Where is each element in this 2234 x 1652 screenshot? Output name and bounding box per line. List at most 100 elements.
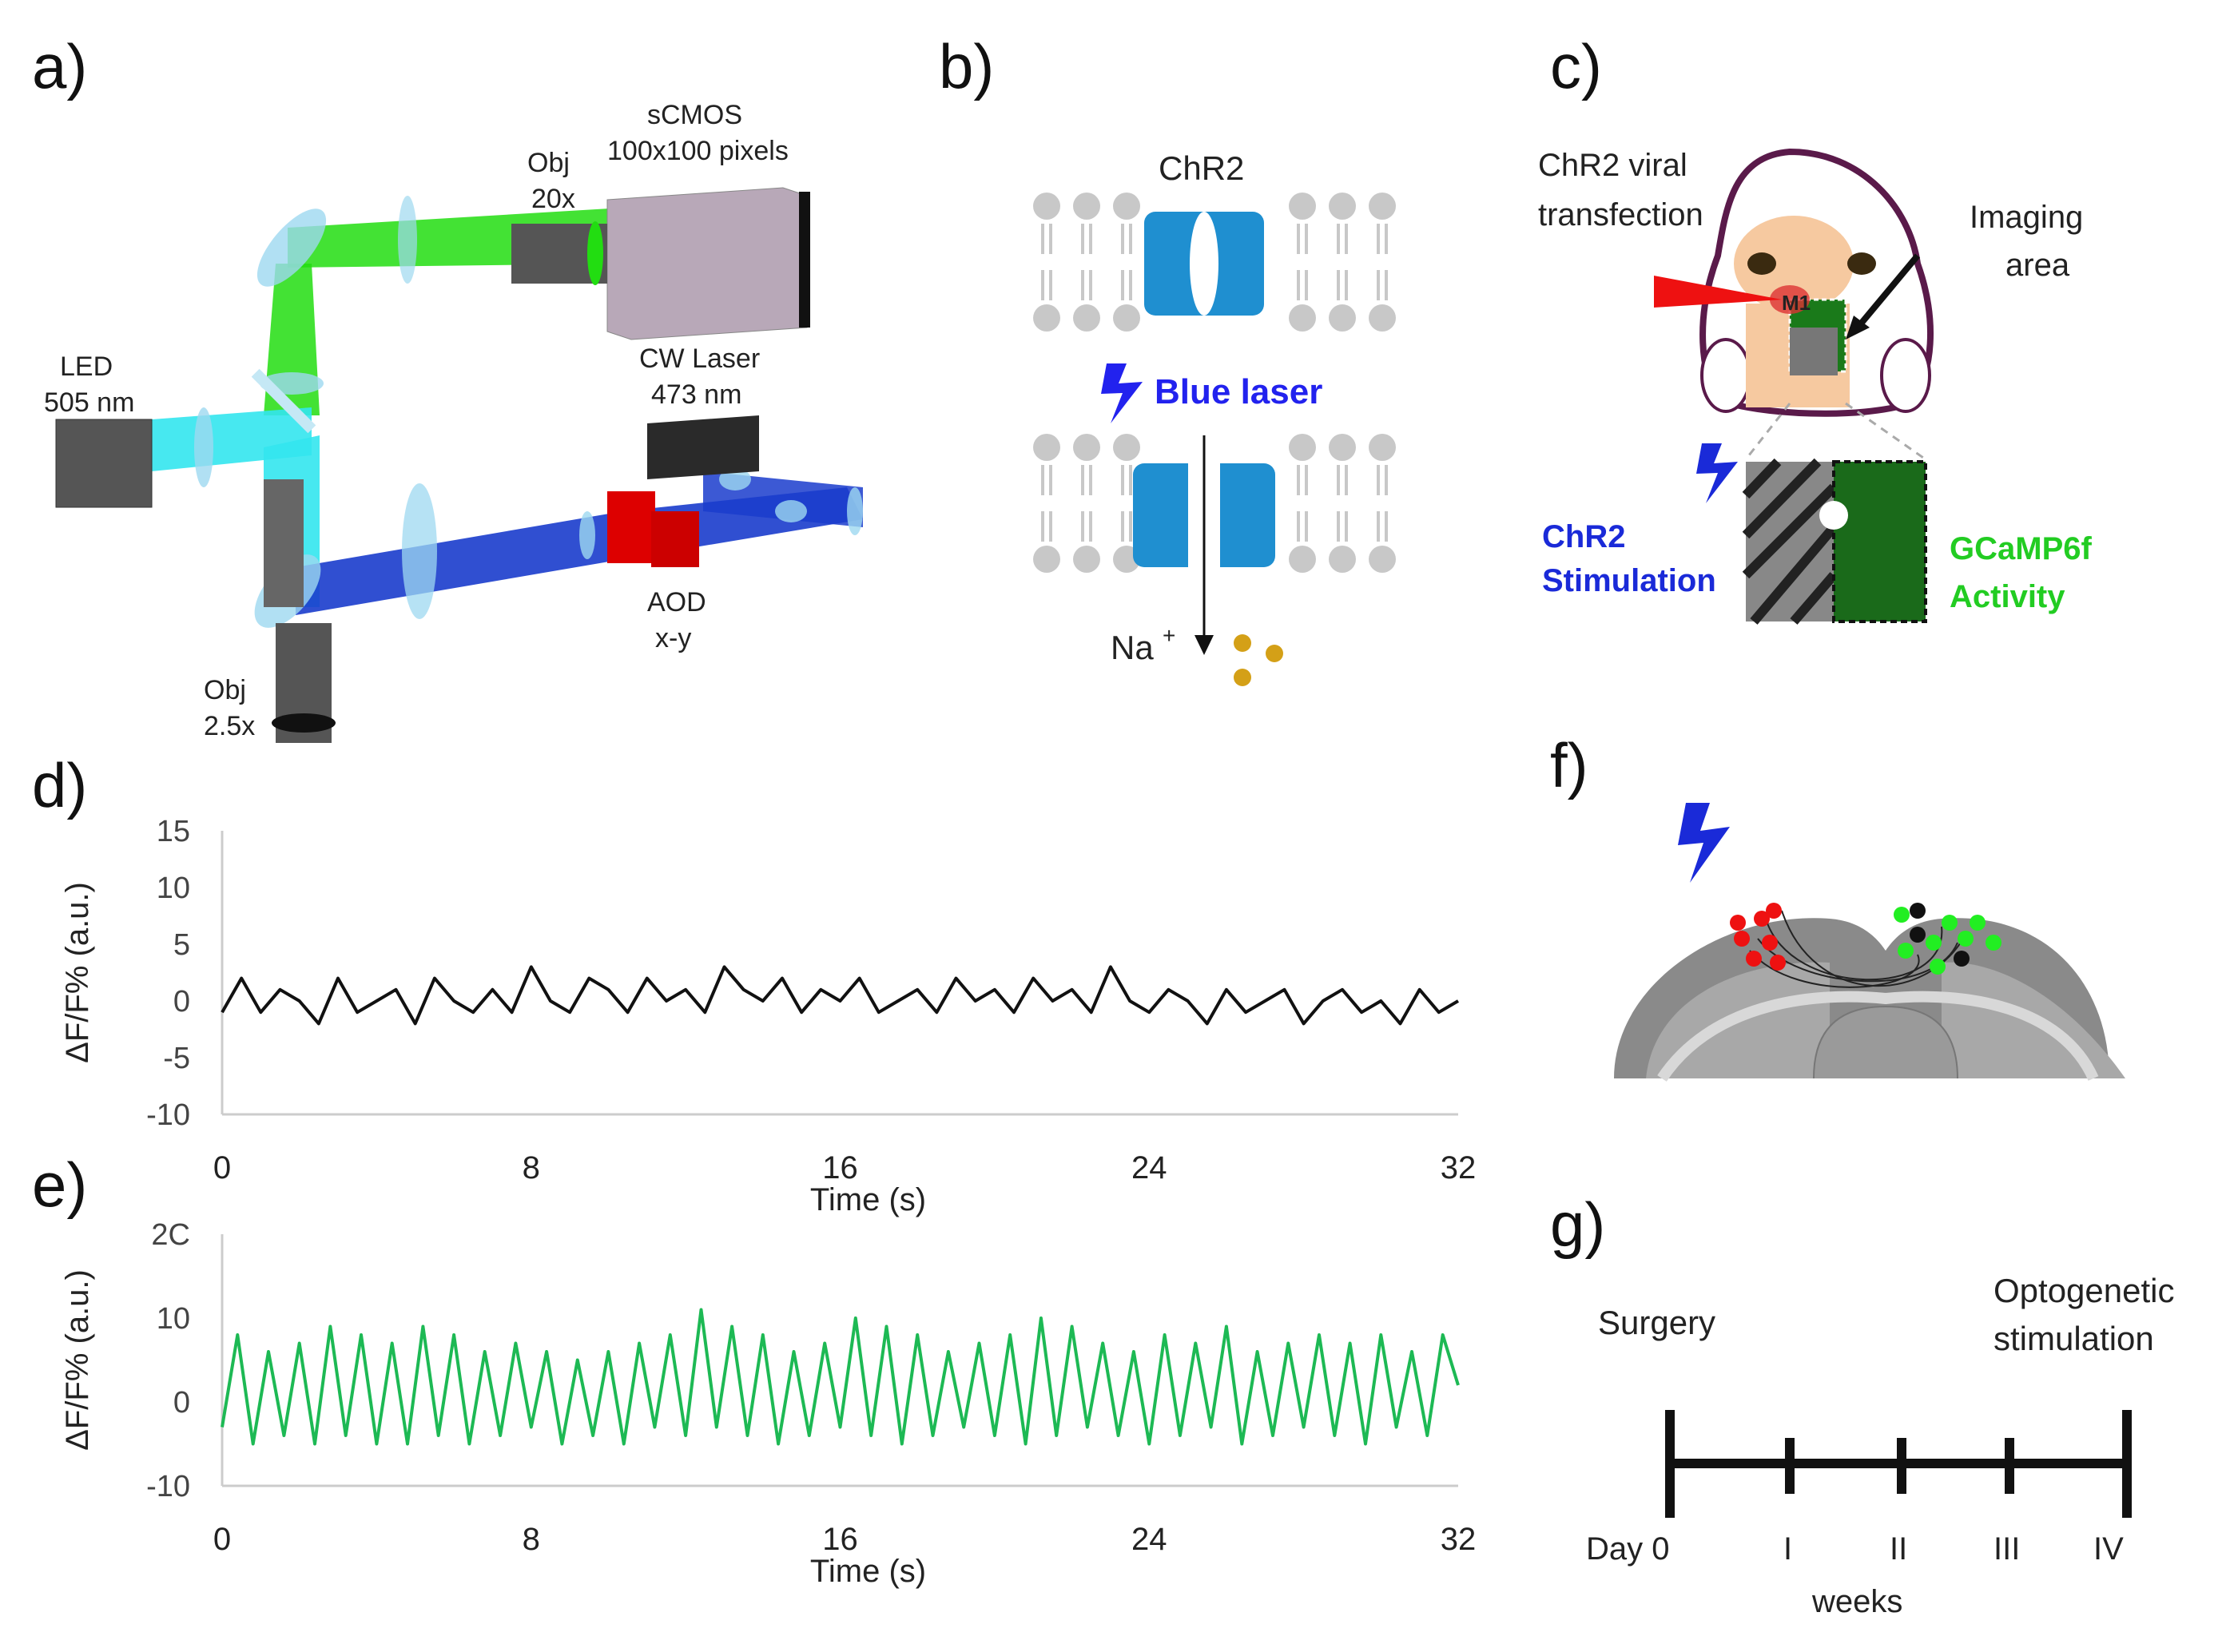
x-tick-label: 16 [822, 1522, 858, 1557]
channel-name: ChR2 [1159, 149, 1244, 187]
lipid-head [1073, 304, 1100, 332]
aod-label: AOD [647, 587, 706, 618]
x-tick-label: 24 [1131, 1150, 1167, 1185]
cw-laser [647, 415, 759, 479]
red-neuron [1754, 911, 1770, 927]
green-neuron [1942, 915, 1958, 931]
lipid-head [1369, 304, 1396, 332]
laser-label: CW Laser [639, 344, 760, 374]
obj-bottom-label: Obj [204, 675, 246, 705]
green-neuron [1986, 935, 2001, 951]
trace-line [221, 965, 1460, 1026]
lipid-head [1033, 193, 1060, 220]
lens-laser-3 [847, 487, 863, 535]
lipid-head [1073, 193, 1100, 220]
lens-blue-2 [579, 511, 595, 559]
brain-front [1734, 216, 1854, 312]
lipid-head [1369, 434, 1396, 461]
panel-b-label: b) [939, 31, 994, 101]
transfection-line1: ChR2 viral [1538, 148, 1687, 183]
lipid-head [1113, 193, 1140, 220]
scmos-back [799, 192, 810, 328]
y-tick-label: -5 [163, 1042, 190, 1075]
panel-d-label: d) [32, 750, 87, 820]
lipid-head [1329, 193, 1356, 220]
x-tick-label: 24 [1131, 1522, 1167, 1557]
red-neuron [1770, 955, 1786, 971]
lipid-head [1289, 193, 1316, 220]
x-tick-label: 8 [523, 1150, 540, 1185]
neurons [1730, 903, 2001, 975]
y-axis-label: ΔF/F% (a.u.) [60, 882, 95, 1063]
imaging-line1: Imaging [1970, 200, 2083, 235]
membrane-bottom [1033, 434, 1396, 573]
led-label: LED [60, 351, 113, 382]
obj-top-mag: 20x [531, 184, 575, 214]
m1-injection [1770, 285, 1810, 314]
panel-c-label: c) [1550, 31, 1602, 101]
obj-top-label: Obj [527, 148, 570, 178]
axis-label-weeks: weeks [1811, 1584, 1902, 1619]
red-neuron [1762, 935, 1778, 951]
lipid-head [1113, 304, 1140, 332]
lipid-head [1033, 434, 1060, 461]
ion-dot [1234, 669, 1251, 686]
panel-f-label: f) [1550, 730, 1588, 800]
panel-c: c) M1 ChR2 viral transfection Imagin [1538, 31, 2092, 625]
channel-open-left [1133, 463, 1188, 567]
panel-b: b) ChR2 Blue laser Na + [939, 31, 1396, 686]
corpus-callosum [1657, 991, 2099, 1082]
y-tick-label: -10 [146, 1098, 190, 1132]
x-axis-label: Time (s) [810, 1182, 926, 1217]
lipid-head [1289, 304, 1316, 332]
ion-dot [1234, 634, 1251, 652]
lens-led [194, 407, 213, 487]
lens-laser-2 [775, 500, 807, 522]
zoom-line-left [1744, 403, 1791, 460]
laser-text: Blue laser [1155, 372, 1322, 411]
midline-structure [1813, 1005, 1958, 1079]
green-neuron [1930, 959, 1946, 975]
scmos-label: sCMOS [647, 100, 742, 130]
lens-top [398, 196, 417, 284]
ear-right [1880, 338, 1931, 413]
region-label: M1 [1782, 291, 1811, 315]
red-neuron [1734, 931, 1750, 947]
y-tick-label: 10 [157, 1302, 190, 1336]
lipid-head [1289, 546, 1316, 573]
eye-right [1847, 252, 1876, 275]
stim-line1: ChR2 [1542, 519, 1625, 554]
stim-line2: Stimulation [1542, 563, 1716, 598]
x-tick-label: 0 [213, 1150, 231, 1185]
lens-blue [402, 483, 437, 619]
green-neuron [1970, 915, 1986, 931]
channel-closed-pore [1190, 212, 1218, 316]
dichroic [251, 368, 316, 434]
transfection-line2: transfection [1538, 197, 1703, 232]
event-right-line2: stimulation [1994, 1320, 2154, 1357]
scmos-pixels: 100x100 pixels [607, 136, 789, 166]
stim-area [1790, 328, 1838, 375]
y-tick-label: 10 [157, 872, 190, 905]
x-tick-label: 16 [822, 1150, 858, 1185]
panel-e-label: e) [32, 1150, 87, 1220]
lipid-head [1289, 434, 1316, 461]
eye-left [1747, 252, 1776, 275]
activity-line1: GCaMP6f [1950, 531, 2092, 566]
green-neuron [1894, 907, 1910, 923]
x-tick-label: 0 [213, 1522, 231, 1557]
red-neuron [1746, 951, 1762, 967]
panel-a: a) [32, 31, 863, 743]
trace-line [221, 1308, 1460, 1446]
lightning-icon [1678, 803, 1730, 883]
x-tick-label: 32 [1441, 1522, 1477, 1557]
panel-g: g) Surgery Optogenetic stimulation Day 0… [1550, 1189, 2175, 1619]
green-neuron [1958, 931, 1974, 947]
mirror-top [256, 208, 327, 287]
y-tick-label: 0 [173, 1386, 190, 1420]
ion-charge: + [1163, 623, 1175, 648]
imaging-pointer [1854, 253, 1921, 330]
